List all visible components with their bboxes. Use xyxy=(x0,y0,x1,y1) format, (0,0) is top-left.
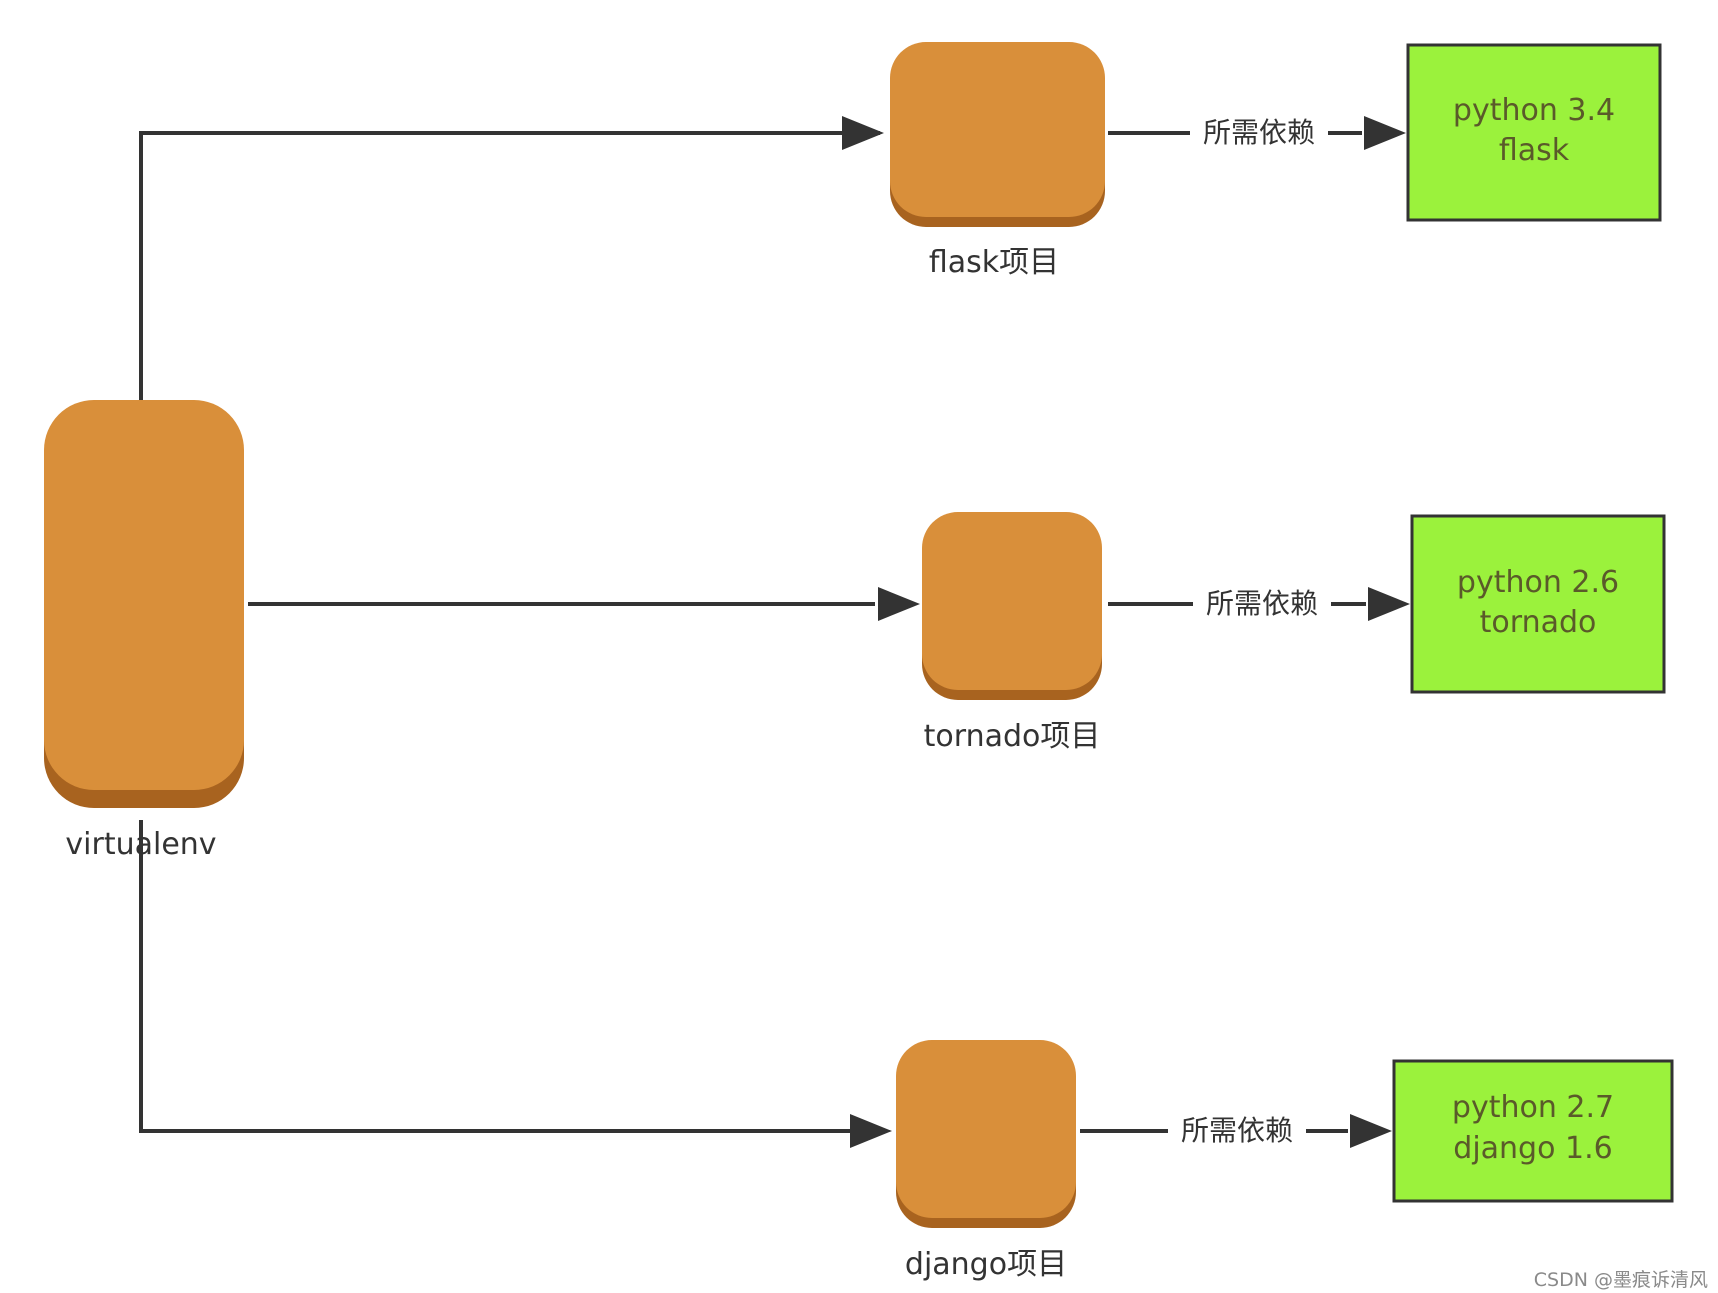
tornado-edge-label-bg xyxy=(1193,583,1331,625)
django-dep-python: python 2.7 xyxy=(1452,1090,1614,1125)
connector-to-flask xyxy=(139,131,880,400)
django-edge-label-bg xyxy=(1168,1110,1306,1152)
flask-project-node xyxy=(890,42,1105,227)
arrowhead-django-deps xyxy=(1350,1114,1392,1148)
arrowhead-flask-deps xyxy=(1364,116,1406,150)
tornado-deps-box xyxy=(1410,514,1666,694)
django-project-node xyxy=(896,1040,1076,1228)
connector-to-django xyxy=(139,820,850,1133)
watermark: CSDN @墨痕诉清风 xyxy=(1534,1269,1708,1291)
flask-project-label: flask项目 xyxy=(929,245,1059,280)
arrowhead-to-django xyxy=(850,1114,892,1148)
virtualenv-node xyxy=(44,400,244,808)
django-deps-box xyxy=(1392,1059,1674,1203)
django-dep-framework: django 1.6 xyxy=(1453,1131,1612,1166)
tornado-project-label: tornado项目 xyxy=(924,719,1101,754)
arrowhead-to-tornado xyxy=(878,587,920,621)
tornado-dep-framework: tornado xyxy=(1480,605,1597,640)
flask-edge-label-bg xyxy=(1190,112,1328,154)
django-project-label: django项目 xyxy=(905,1247,1067,1282)
arrowhead-tornado-deps xyxy=(1368,587,1410,621)
flask-dep-framework: flask xyxy=(1499,133,1570,168)
flask-deps-box xyxy=(1406,43,1662,222)
flask-edge-label: 所需依赖 xyxy=(1203,116,1315,149)
tornado-project-node xyxy=(922,512,1102,700)
django-edge-label: 所需依赖 xyxy=(1181,1114,1293,1147)
arrowhead-to-flask xyxy=(842,116,884,150)
tornado-dep-python: python 2.6 xyxy=(1457,565,1619,600)
tornado-edge-label: 所需依赖 xyxy=(1206,587,1318,620)
virtualenv-label: virtualenv xyxy=(65,827,216,862)
flask-dep-python: python 3.4 xyxy=(1453,93,1615,128)
